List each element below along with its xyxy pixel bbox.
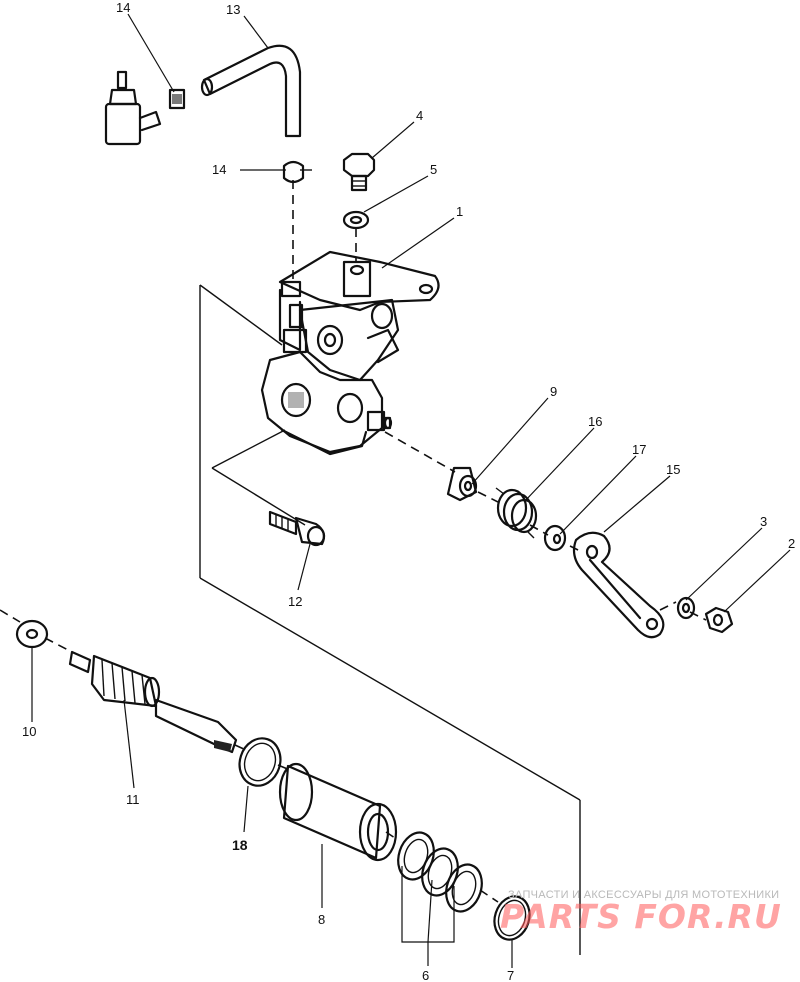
- hose-clamp-part-14: [282, 160, 312, 184]
- callout-16: 16: [588, 414, 602, 429]
- screw-part-12: [268, 510, 326, 547]
- shims-part-6: [397, 831, 483, 913]
- spacer-part-9: [446, 466, 478, 502]
- o-ring-part-18: [238, 737, 282, 787]
- callout-2: 2: [788, 536, 795, 551]
- bolt-part-4: [342, 152, 376, 192]
- callout-6: 6: [422, 968, 429, 982]
- lever-part-15: [572, 531, 665, 639]
- callout-5: 5: [430, 162, 437, 177]
- washer-part-3: [676, 596, 696, 620]
- callout-7: 7: [507, 968, 514, 982]
- oil-hose-part-13: [200, 44, 302, 138]
- callout-10: 10: [22, 724, 36, 739]
- watermark-logo: PARTS FOR.RU: [500, 897, 782, 936]
- bushing-part-8: [278, 762, 398, 862]
- spring-part-16: [495, 487, 538, 539]
- oil-pump-body-part-1: [260, 250, 440, 456]
- callout-8: 8: [318, 912, 325, 927]
- callouts: 14 13 4 14 5 1 9 16 17 15 3 2 12 10 11 1…: [22, 0, 795, 982]
- callout-1: 1: [456, 204, 463, 219]
- callout-14-lower: 14: [212, 162, 226, 177]
- callout-14-upper: 14: [116, 0, 130, 15]
- leader-lines: [31, 13, 791, 968]
- callout-9: 9: [550, 384, 557, 399]
- washer-part-17: [543, 524, 567, 552]
- callout-18: 18: [232, 837, 248, 853]
- callout-11: 11: [126, 792, 140, 807]
- watermark-caption: ЗАПЧАСТИ И АКСЕССУАРЫ ДЛЯ МОТОТЕХНИКИ: [508, 889, 779, 901]
- snap-ring-part-7: [493, 895, 531, 941]
- washer-part-5: [342, 210, 370, 230]
- watermark: ЗАПЧАСТИ И АКСЕССУАРЫ ДЛЯ МОТОТЕХНИКИ PA…: [500, 889, 782, 936]
- callout-13: 13: [226, 2, 240, 17]
- callout-4: 4: [416, 108, 423, 123]
- callout-12: 12: [288, 594, 302, 609]
- callout-3: 3: [760, 514, 767, 529]
- fitting-part-14: [104, 70, 186, 146]
- drive-gear-part-11: [68, 650, 238, 754]
- nut-part-2: [704, 606, 734, 634]
- assembly-frame: [199, 284, 581, 955]
- washer-part-10: [15, 619, 49, 649]
- callout-15: 15: [666, 462, 680, 477]
- callout-17: 17: [632, 442, 646, 457]
